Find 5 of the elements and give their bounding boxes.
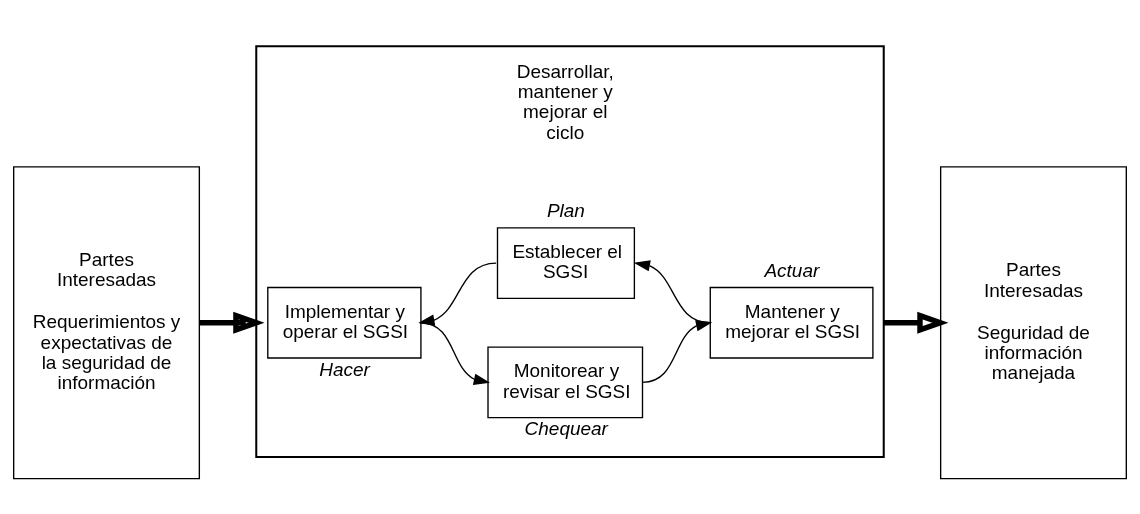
node-label: Plan bbox=[546, 200, 585, 222]
node-label: Actuar bbox=[764, 259, 820, 281]
label: Desarrollar, mantener y mejorar el ciclo bbox=[516, 60, 614, 143]
node-label: Hacer bbox=[319, 358, 370, 380]
node-label: Chequear bbox=[524, 418, 608, 440]
